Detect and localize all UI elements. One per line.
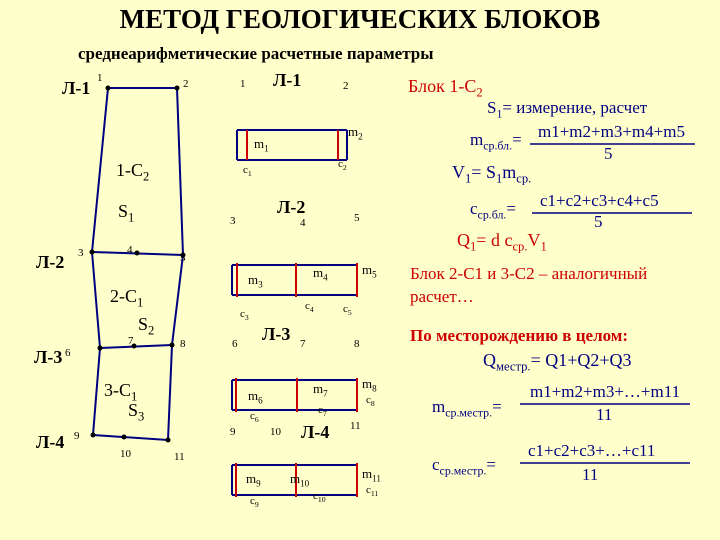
c-deposit-lhs: cср.местр.=: [432, 455, 496, 478]
c-avg-numerator: c1+c2+c3+c4+c5: [540, 191, 659, 210]
interval-c5: c5: [343, 303, 352, 318]
point-label: 1: [240, 78, 246, 90]
block-3-area: S3: [128, 400, 145, 424]
profile-l2-right-label: Л-2: [277, 197, 306, 217]
block-2-label: 2-С1: [110, 286, 144, 310]
point-label: 7: [300, 338, 306, 350]
point-label: 10: [120, 448, 131, 460]
right-profiles: [231, 129, 358, 496]
s1-definition: S1= измерение, расчет: [487, 98, 648, 121]
point-label: 3: [230, 215, 236, 227]
m-avg-denominator: 5: [604, 144, 613, 163]
interval-c9: c9: [250, 495, 259, 510]
c-avg-lhs: cср.бл.=: [470, 199, 516, 222]
interval-m7: m7: [313, 381, 328, 399]
point-label: 6: [232, 338, 238, 350]
left-block-outline: [90, 87, 185, 441]
block-3-label: 3-С1: [104, 380, 138, 404]
analog-note: Блок 2-С1 и 3-С2 – аналогичный: [410, 264, 648, 283]
m-deposit-lhs: mср.местр.=: [432, 397, 502, 420]
interval-m3: m3: [248, 272, 263, 290]
block-title: Блок 1-С2: [408, 76, 483, 100]
m-avg-lhs: mср.бл.=: [470, 130, 522, 153]
interval-m9: m9: [246, 471, 261, 489]
profile-l3-right-label: Л-3: [262, 324, 291, 344]
block-2-area: S2: [138, 314, 155, 338]
point-label: 11: [174, 451, 185, 463]
left-points: [89, 85, 186, 443]
profile-l2-label: Л-2: [36, 252, 65, 272]
interval-marks: [235, 130, 358, 497]
point-label: 4: [127, 244, 133, 256]
interval-m2: m2: [348, 124, 363, 142]
point-label: 3: [78, 247, 84, 259]
point-label: 6: [65, 347, 71, 359]
page-subtitle: среднеарифметические расчетные параметры: [78, 44, 434, 63]
interval-m6: m6: [248, 388, 263, 406]
volume-formula: V1= S1mср.: [452, 162, 532, 186]
interval-c8: c8: [366, 394, 375, 409]
profile-l1-right-label: Л-1: [273, 70, 302, 90]
deposit-reserves: Qместр.= Q1+Q2+Q3: [483, 350, 632, 374]
interval-c7: c7: [318, 404, 327, 419]
interval-c6: c6: [250, 410, 259, 425]
interval-m1: m1: [254, 136, 269, 154]
point-label: 5: [180, 252, 186, 264]
point-label: 7: [128, 335, 134, 347]
profile-l4-label: Л-4: [36, 432, 65, 452]
page-title: МЕТОД ГЕОЛОГИЧЕСКИХ БЛОКОВ: [119, 4, 601, 34]
profile-l1-label: Л-1: [62, 78, 91, 98]
interval-m5: m5: [362, 262, 377, 280]
c-deposit-numerator: c1+c2+c3+…+c11: [528, 441, 656, 460]
point-label: 11: [350, 420, 361, 432]
profile-l3-label: Л-3: [34, 347, 63, 367]
analog-note-2: расчет…: [410, 287, 474, 306]
m-avg-numerator: m1+m2+m3+m4+m5: [538, 122, 685, 141]
point-label: 9: [74, 430, 80, 442]
point-label: 8: [180, 338, 186, 350]
interval-c10: c10: [313, 490, 326, 505]
interval-c11: c11: [366, 484, 379, 499]
point-label: 2: [183, 78, 189, 90]
interval-m11: m11: [362, 466, 381, 484]
point-label: 9: [230, 426, 236, 438]
c-avg-denominator: 5: [594, 212, 603, 231]
profile-l4-right-label: Л-4: [301, 422, 330, 442]
point-label: 8: [354, 338, 360, 350]
interval-c4: c4: [305, 300, 314, 315]
point-label: 10: [270, 426, 281, 438]
point-label: 1: [97, 72, 103, 84]
point-label: 5: [354, 212, 360, 224]
m-deposit-denominator: 11: [596, 405, 613, 424]
deposit-title: По месторождению в целом:: [410, 326, 629, 345]
point-label: 4: [300, 217, 306, 229]
interval-m8: m8: [362, 376, 377, 394]
fraction-bars: [520, 143, 695, 464]
interval-c3: c3: [240, 308, 249, 323]
interval-m4: m4: [313, 265, 328, 283]
reserves-formula: Q1= d cср.V1: [457, 230, 547, 254]
interval-c2: c2: [338, 158, 347, 173]
interval-m10: m10: [290, 471, 310, 489]
c-deposit-denominator: 11: [582, 465, 599, 484]
block-1-label: 1-С2: [116, 160, 150, 184]
block-1-area: S1: [118, 201, 135, 225]
interval-c1: c1: [243, 164, 252, 179]
m-deposit-numerator: m1+m2+m3+…+m11: [530, 382, 681, 401]
point-label: 2: [343, 80, 349, 92]
